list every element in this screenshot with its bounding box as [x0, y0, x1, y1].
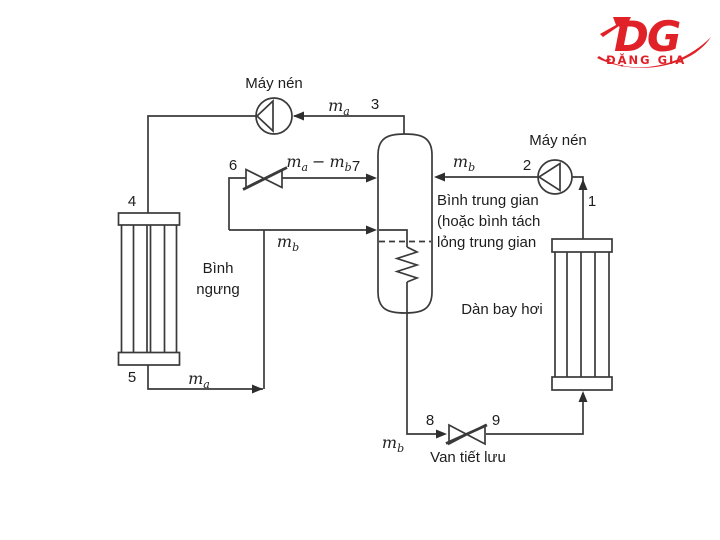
- throttle-valve-label: Van tiết lưu: [430, 449, 506, 466]
- arrow-into-compressor2: [578, 179, 588, 190]
- valve6-icon: [242, 166, 288, 191]
- state-point-5: 5: [127, 369, 137, 386]
- logo-arrow-icon: [600, 17, 631, 37]
- state-point-4: 4: [127, 193, 137, 210]
- arrow-into-valve8: [436, 429, 447, 439]
- state-point-8: 8: [425, 412, 435, 429]
- arrow-into-vessel-7: [366, 173, 377, 183]
- flow-label-mb-discharge: mb: [452, 152, 476, 175]
- flow-label-mb-coil-outlet: mb: [381, 433, 405, 456]
- evaporator-label: Dàn bay hơi: [461, 301, 543, 318]
- throttle-valve-icon: [445, 423, 488, 446]
- compressor-right-icon: [537, 159, 573, 195]
- pipe-valve8-to-evaporator: [486, 402, 584, 435]
- arrow-into-coil: [366, 225, 377, 235]
- compressor-top-label: Máy nén: [245, 75, 303, 92]
- flow-label-ma-liquid: ma: [188, 369, 210, 392]
- arrow-ma-junction: [252, 384, 263, 394]
- state-point-6: 6: [228, 157, 238, 174]
- arrow-into-compressor1: [293, 111, 304, 121]
- evaporator-symbol: [551, 238, 613, 391]
- pipe-coil-outlet-to-valve8: [406, 282, 436, 435]
- arrow-into-evaporator: [578, 391, 588, 402]
- flow-label-mb-branch: mb: [276, 232, 300, 255]
- state-point-2: 2: [522, 157, 532, 174]
- pipe-evaporator-to-compressor2: [572, 176, 584, 239]
- flow-label-ma-suction: ma: [328, 96, 350, 119]
- coil-zigzag: [394, 246, 420, 283]
- state-point-9: 9: [491, 412, 501, 429]
- state-point-1: 1: [587, 193, 597, 210]
- intermediate-vessel-label: Bình trung gian (hoặc bình tách lỏng tru…: [437, 192, 541, 251]
- logo-company-name: ĐẶNG GIA: [606, 52, 686, 67]
- condenser-label: Bình ngưng: [196, 260, 240, 298]
- pipe-branch-to-valve6: [228, 177, 246, 230]
- pipe-compressor1-to-condenser: [147, 115, 256, 213]
- logo-monogram: DG: [614, 12, 680, 61]
- intermediate-vessel-body: [377, 133, 433, 314]
- flow-label-ma-minus-mb: ma−mb: [286, 152, 352, 175]
- arrow-into-vessel-2: [434, 172, 445, 182]
- state-point-3: 3: [370, 96, 380, 113]
- pipe-condenser-to-junction: [147, 365, 263, 390]
- condenser-symbol: [117, 212, 181, 366]
- state-point-7: 7: [351, 158, 361, 175]
- brand-logo: DG ĐẶNG GIA: [597, 12, 711, 68]
- coil-inlet-line: [379, 229, 408, 247]
- pipe-vessel-top-to-compressor1: [294, 115, 405, 134]
- compressor-top-icon: [255, 97, 293, 135]
- compressor-right-label: Máy nén: [529, 132, 587, 149]
